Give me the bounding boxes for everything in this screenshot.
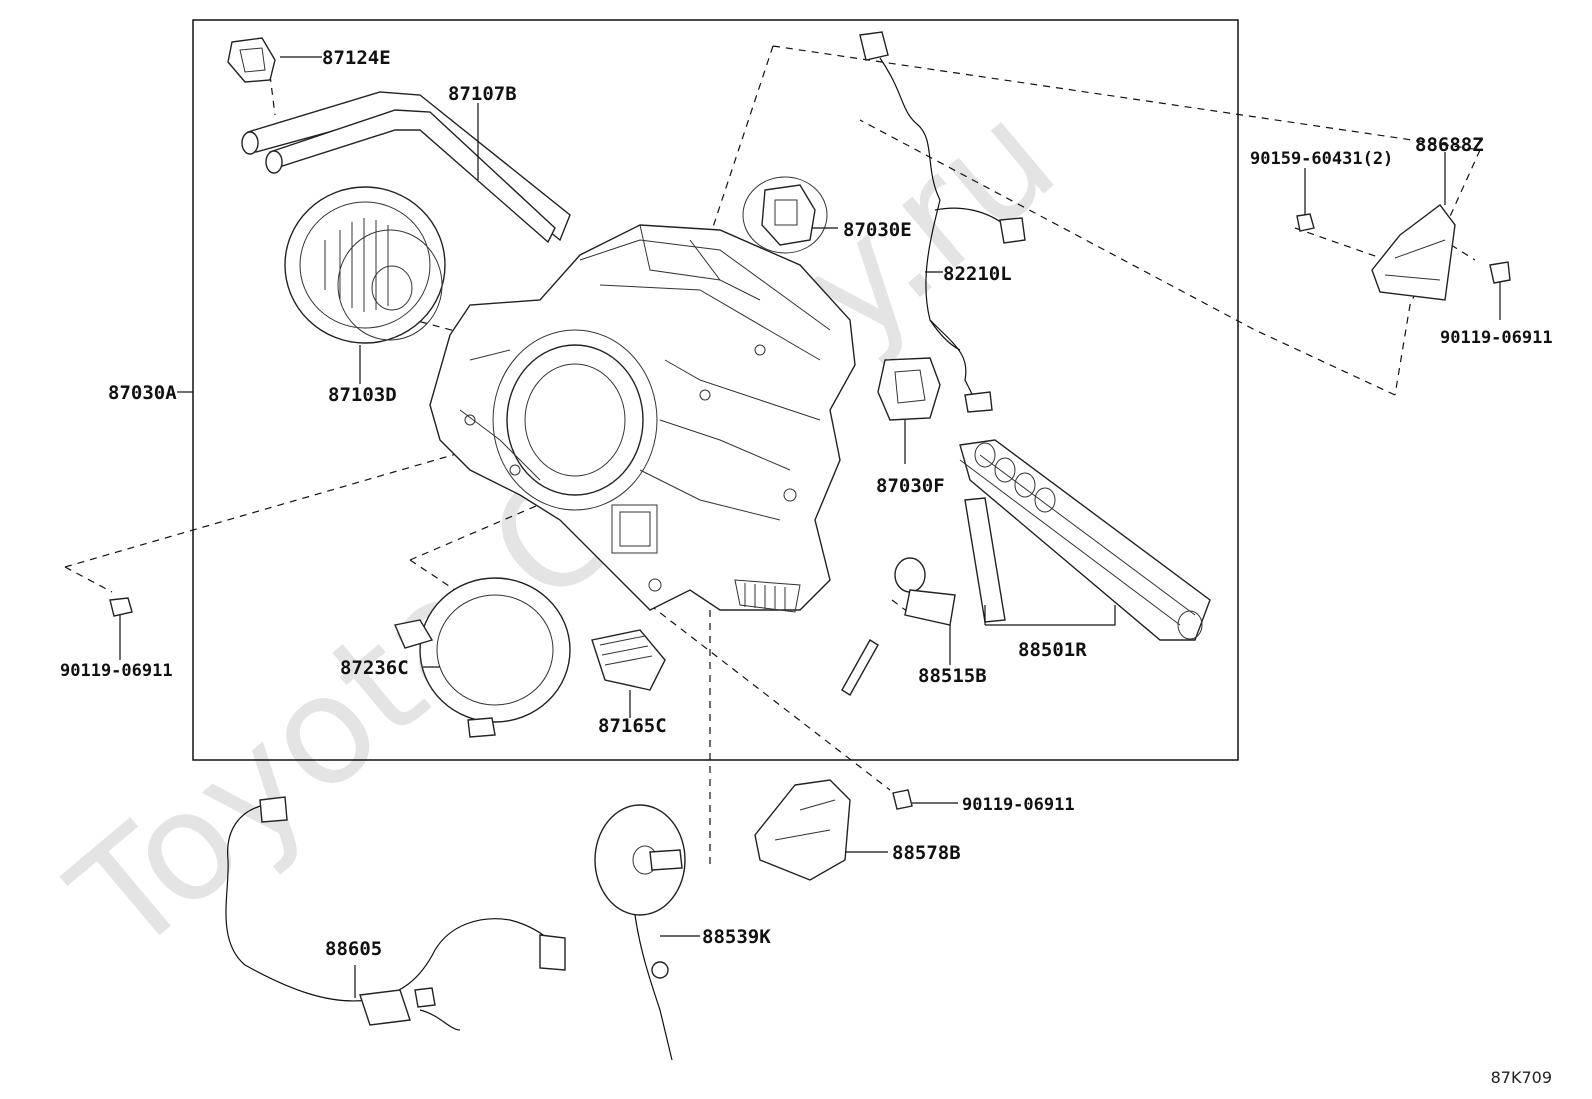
label-87124e: 87124E <box>322 47 391 69</box>
label-88501r: 88501R <box>1018 639 1087 661</box>
label-87165c: 87165C <box>598 715 667 737</box>
label-90119-center: 90119-06911 <box>962 795 1075 815</box>
bolt-90119-center <box>892 789 913 810</box>
part-labels: 87124E 87107B 87030E 82210L 87030A 87103… <box>60 47 1553 960</box>
label-88688z: 88688Z <box>1415 134 1484 156</box>
label-88605: 88605 <box>325 938 382 960</box>
label-88578b: 88578B <box>892 842 961 864</box>
part-87107b-pipes <box>241 91 571 244</box>
label-90159: 90159-60431(2) <box>1250 149 1393 169</box>
part-87124e-clip <box>227 37 276 83</box>
part-87030f-servo <box>877 357 941 421</box>
part-87030e-servo <box>742 176 828 254</box>
part-88578b-bracket <box>754 779 851 881</box>
part-88605-wire-harness <box>225 796 566 1031</box>
label-90119-right: 90119-06911 <box>1440 328 1553 348</box>
part-88688z-bracket <box>1371 152 1456 301</box>
label-87030a: 87030A <box>108 382 177 404</box>
part-88515b-expansion-valve <box>841 557 956 696</box>
label-87107b: 87107B <box>448 83 517 105</box>
part-87103d-blower-fan <box>284 186 446 344</box>
bolt-90119-left <box>109 597 133 660</box>
label-leader-lines <box>177 56 1116 998</box>
label-82210l: 82210L <box>943 263 1012 285</box>
part-88539k-damper <box>594 804 686 1061</box>
label-87030f: 87030F <box>876 475 945 497</box>
bolt-90159 <box>1296 168 1315 232</box>
part-88501r-evaporator <box>959 439 1211 641</box>
part-82210l-wire-harness <box>859 31 1026 413</box>
label-90119-left: 90119-06911 <box>60 661 173 681</box>
part-87236c-ring <box>394 577 571 738</box>
label-87236c: 87236C <box>340 657 409 679</box>
bolt-90119-right <box>1489 261 1511 320</box>
hvac-unit-housing <box>429 224 856 613</box>
diagram-code: 87K709 <box>1490 1068 1552 1087</box>
label-88539k: 88539K <box>702 926 771 948</box>
assembly-boundary-box <box>192 19 1239 761</box>
part-87165c-resistor <box>591 629 666 691</box>
label-88515b: 88515B <box>918 665 987 687</box>
label-87103d: 87103D <box>328 384 397 406</box>
label-87030e: 87030E <box>843 219 912 241</box>
